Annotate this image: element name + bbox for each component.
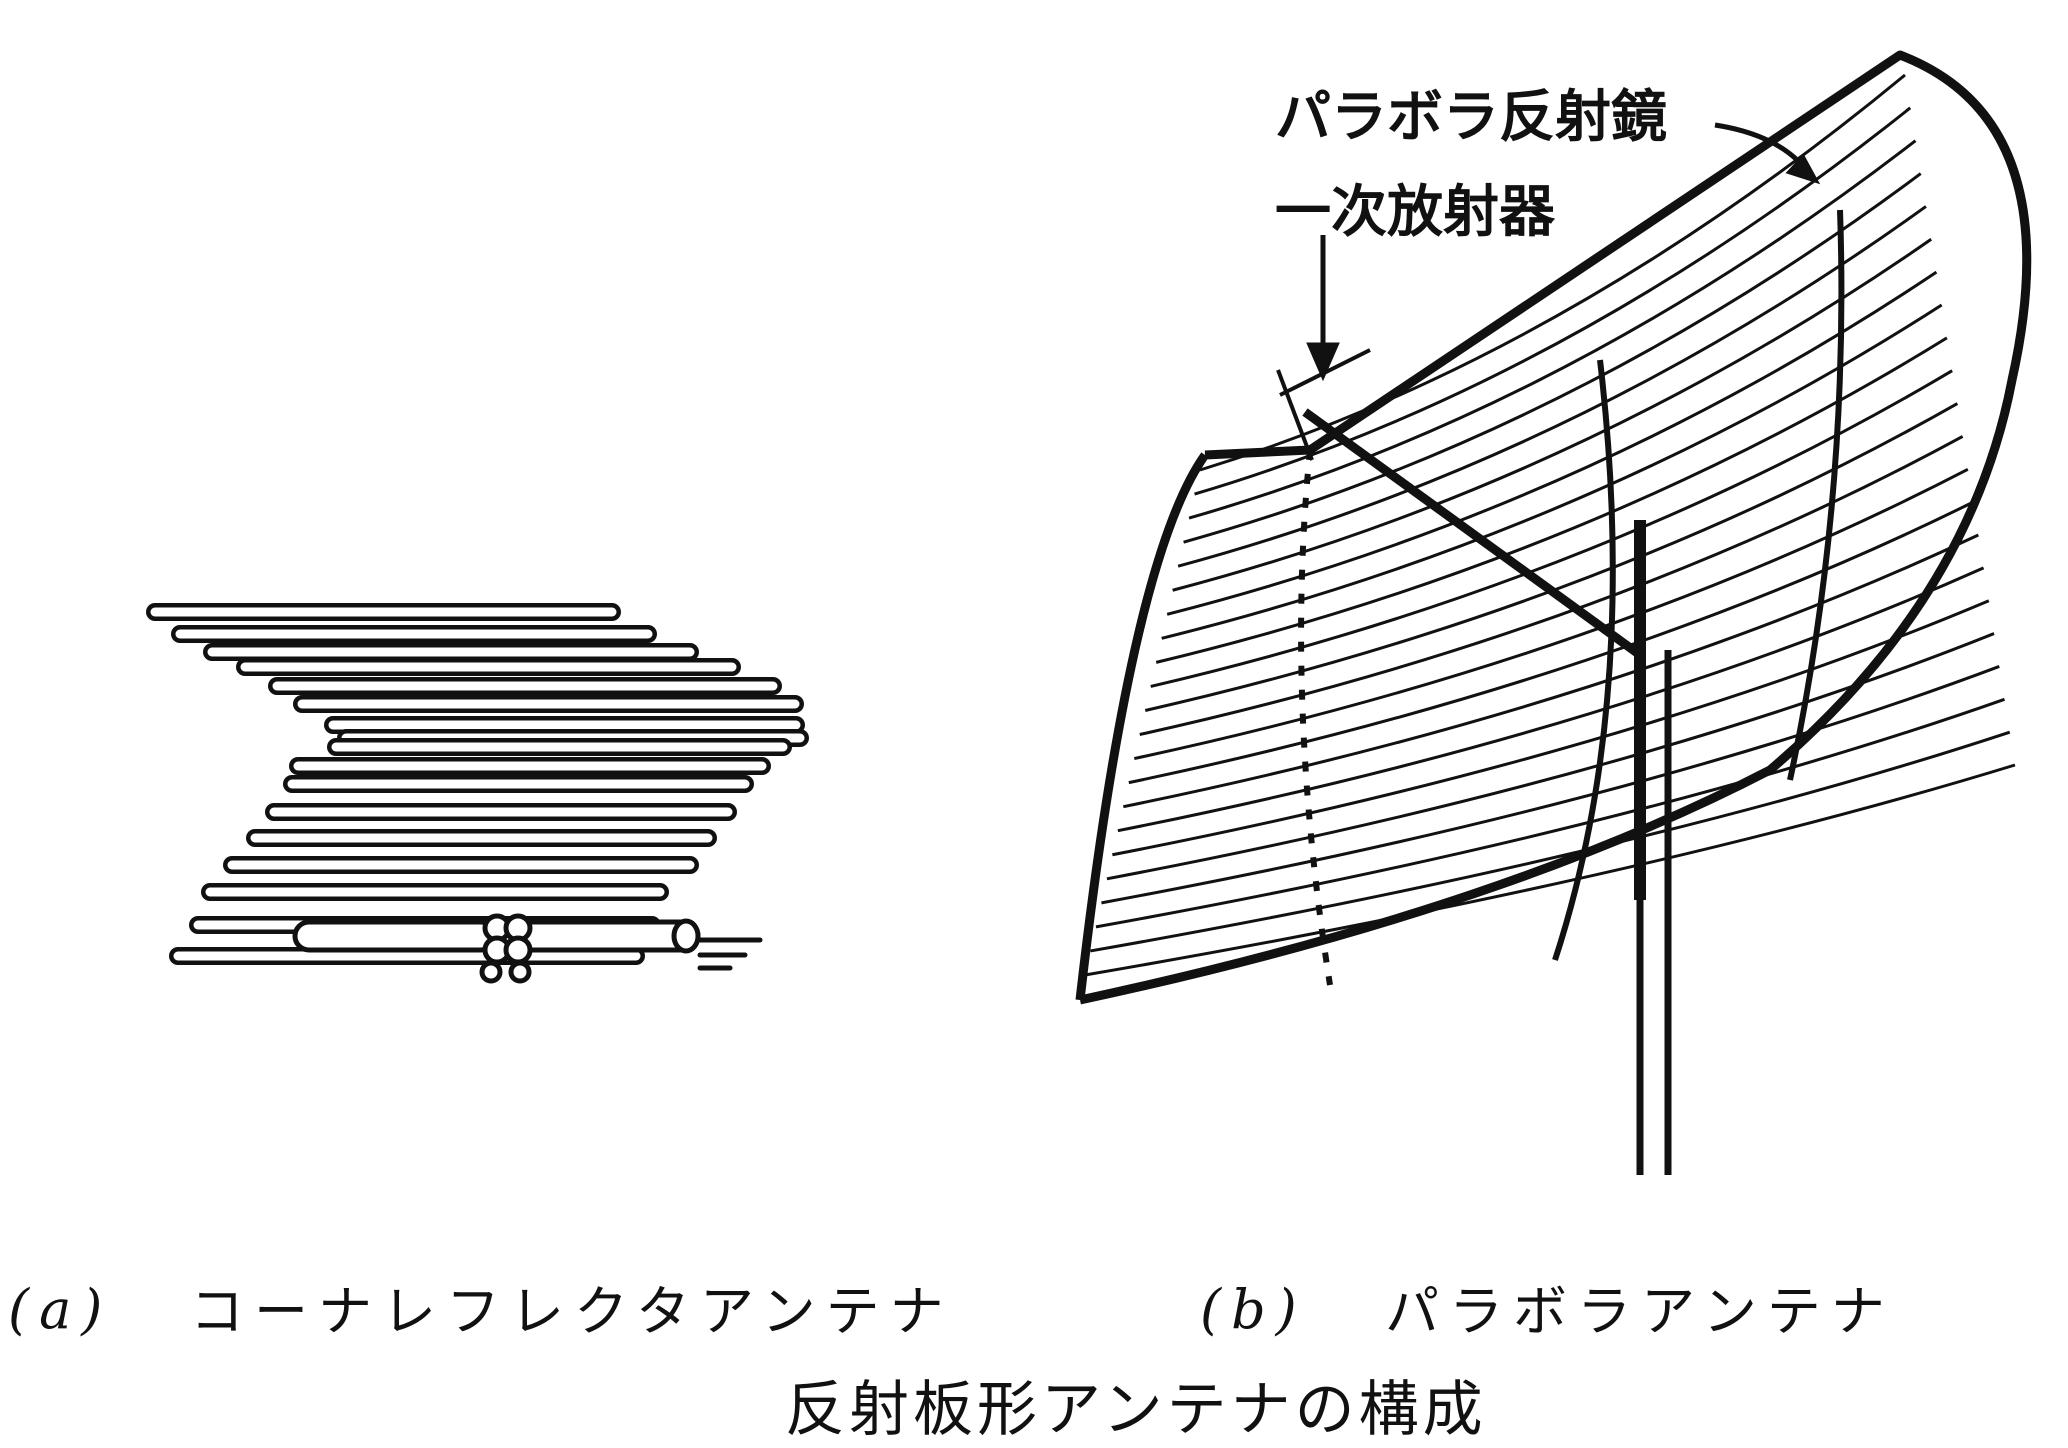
reflector-rib	[1106, 632, 1995, 881]
reflector-rib	[1183, 172, 1922, 544]
panel-b-caption: パラボラアンテナ	[1385, 1280, 1895, 1343]
figure-title: 反射板形アンテナの構成	[785, 1375, 1487, 1445]
reflector-rib	[1128, 500, 1974, 785]
dipole-feed	[292, 913, 701, 984]
reflector-rib	[1117, 566, 1985, 833]
reflector-rib	[1095, 697, 2006, 929]
panel-b-tag: (b)	[1200, 1278, 1307, 1341]
reflector-rib	[1172, 238, 1933, 592]
reflector-rib	[1150, 369, 1953, 688]
reflector-rib	[1133, 467, 1969, 761]
reflector-rib	[1155, 336, 1948, 664]
panel-a-caption: コーナレフレクタアンテナ	[190, 1280, 954, 1343]
reflector-rib	[1123, 533, 1979, 809]
reflector-rib	[1090, 730, 2011, 953]
reflector-rib	[1112, 599, 1990, 857]
reflector-rib	[1188, 139, 1917, 520]
reflector-rib	[1177, 205, 1927, 568]
reflector-rib	[1101, 665, 2000, 905]
reflector-rib	[1166, 270, 1938, 616]
reflector-rib	[1144, 402, 1959, 712]
parabolic-antenna-diagram	[1075, 50, 2032, 1175]
reflector-rib	[1084, 763, 2016, 977]
primary-radiator-label: 一次放射器	[1275, 180, 1555, 245]
reflector-label: パラボラ反射鏡	[1275, 85, 1667, 150]
reflector-rib	[1194, 106, 1912, 496]
corner-reflector-diagram	[146, 603, 809, 971]
panel-a-tag: (a)	[8, 1278, 113, 1341]
